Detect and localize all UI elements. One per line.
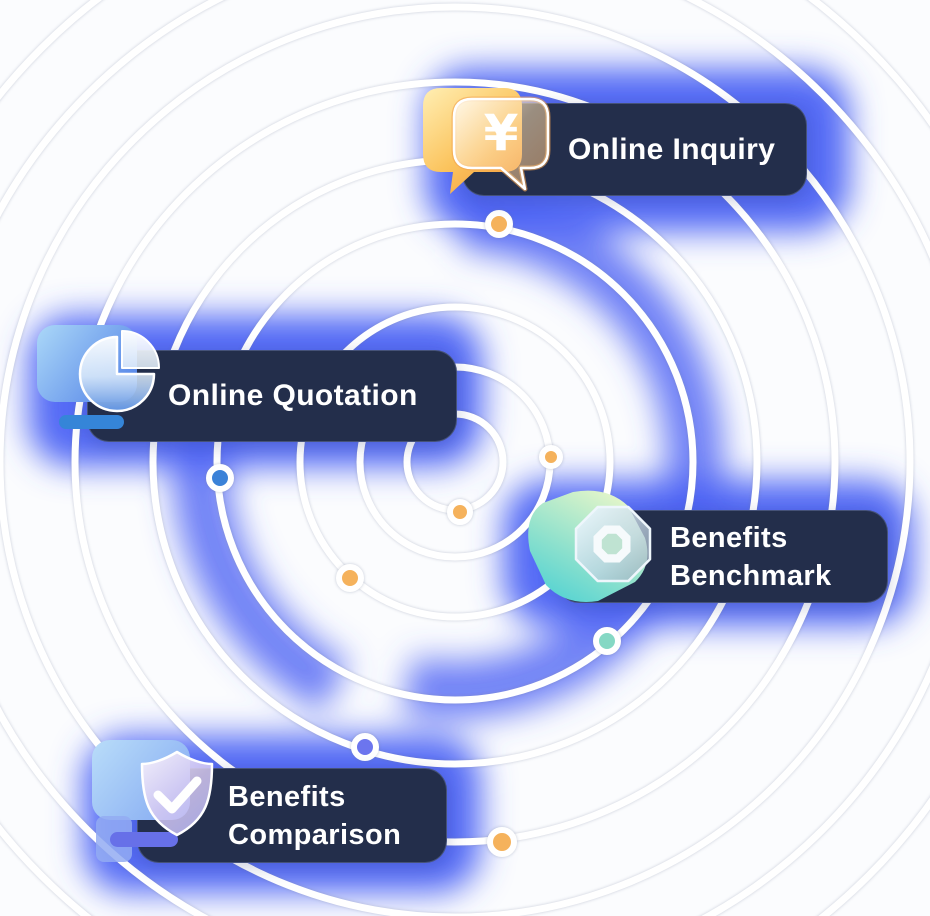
card-benefits-benchmark: Benefits Benchmark [557,510,888,603]
card-benefits-comparison-line1: Benefits [228,780,346,813]
orbit-ring-7 [0,3,914,916]
node-periwinkle-dot [351,733,379,761]
card-online-quotation-label: Online Quotation [168,379,418,412]
card-online-quotation: Online Quotation [87,350,457,442]
node-orange-dot-center [447,499,473,525]
orbit-ring-6 [71,78,839,846]
card-benefits-benchmark-line1: Benefits [670,521,788,554]
node-orange-dot-center-left [336,564,364,592]
orbit-ring-3 [296,303,614,621]
orbit-nodes [206,210,621,857]
card-benefits-comparison-line2: Comparison [228,818,402,851]
node-orange-dot-top [485,210,513,238]
node-teal-dot [593,627,621,655]
card-online-inquiry-label: Online Inquiry [568,132,776,166]
node-blue-dot-left [206,464,234,492]
card-online-inquiry: Online Inquiry [462,103,807,196]
orbit-ring-4 [213,220,697,704]
node-orange-dot-center-right [539,445,563,469]
card-benefits-benchmark-line2: Benchmark [670,559,832,592]
card-benefits-comparison: Benefits Comparison [137,768,447,863]
node-orange-dot-bottom [487,827,517,857]
